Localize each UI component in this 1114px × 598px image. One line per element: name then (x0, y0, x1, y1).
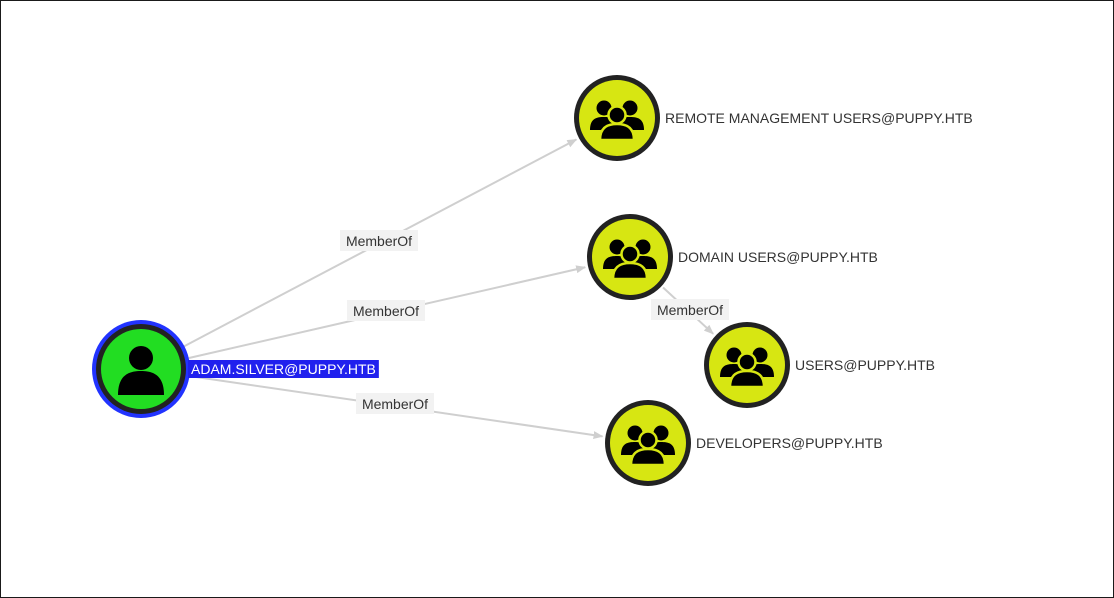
edge-label: MemberOf (353, 303, 419, 319)
edge-memberof[interactable]: MemberOf (182, 138, 578, 348)
node-label: REMOTE MANAGEMENT USERS@PUPPY.HTB (665, 110, 973, 126)
node-users[interactable]: USERS@PUPPY.HTB (704, 322, 935, 408)
node-label: ADAM.SILVER@PUPPY.HTB (191, 361, 376, 377)
edge-label: MemberOf (346, 233, 412, 249)
node-dev[interactable]: DEVELOPERS@PUPPY.HTB (605, 400, 883, 486)
edge-memberof[interactable]: MemberOf (651, 286, 729, 335)
edge-label-background (347, 300, 425, 321)
node-label: USERS@PUPPY.HTB (795, 357, 935, 373)
node-du[interactable]: DOMAIN USERS@PUPPY.HTB (587, 214, 878, 300)
edge-label-background (356, 393, 434, 414)
node-label: DOMAIN USERS@PUPPY.HTB (678, 249, 878, 265)
edge-label-background (651, 299, 729, 320)
edge-memberof[interactable]: MemberOf (187, 374, 604, 440)
edge-label: MemberOf (362, 396, 428, 412)
edge-label-background (340, 230, 418, 251)
edge-label: MemberOf (657, 302, 723, 318)
nodes-layer: ADAM.SILVER@PUPPY.HTB REMOTE MANAGEMENT U… (92, 75, 973, 486)
node-rmu[interactable]: REMOTE MANAGEMENT USERS@PUPPY.HTB (574, 75, 973, 161)
edge-memberof[interactable]: MemberOf (186, 265, 587, 360)
node-adam[interactable]: ADAM.SILVER@PUPPY.HTB (92, 320, 379, 418)
node-label: DEVELOPERS@PUPPY.HTB (696, 435, 883, 451)
selected-label-background (188, 360, 379, 378)
